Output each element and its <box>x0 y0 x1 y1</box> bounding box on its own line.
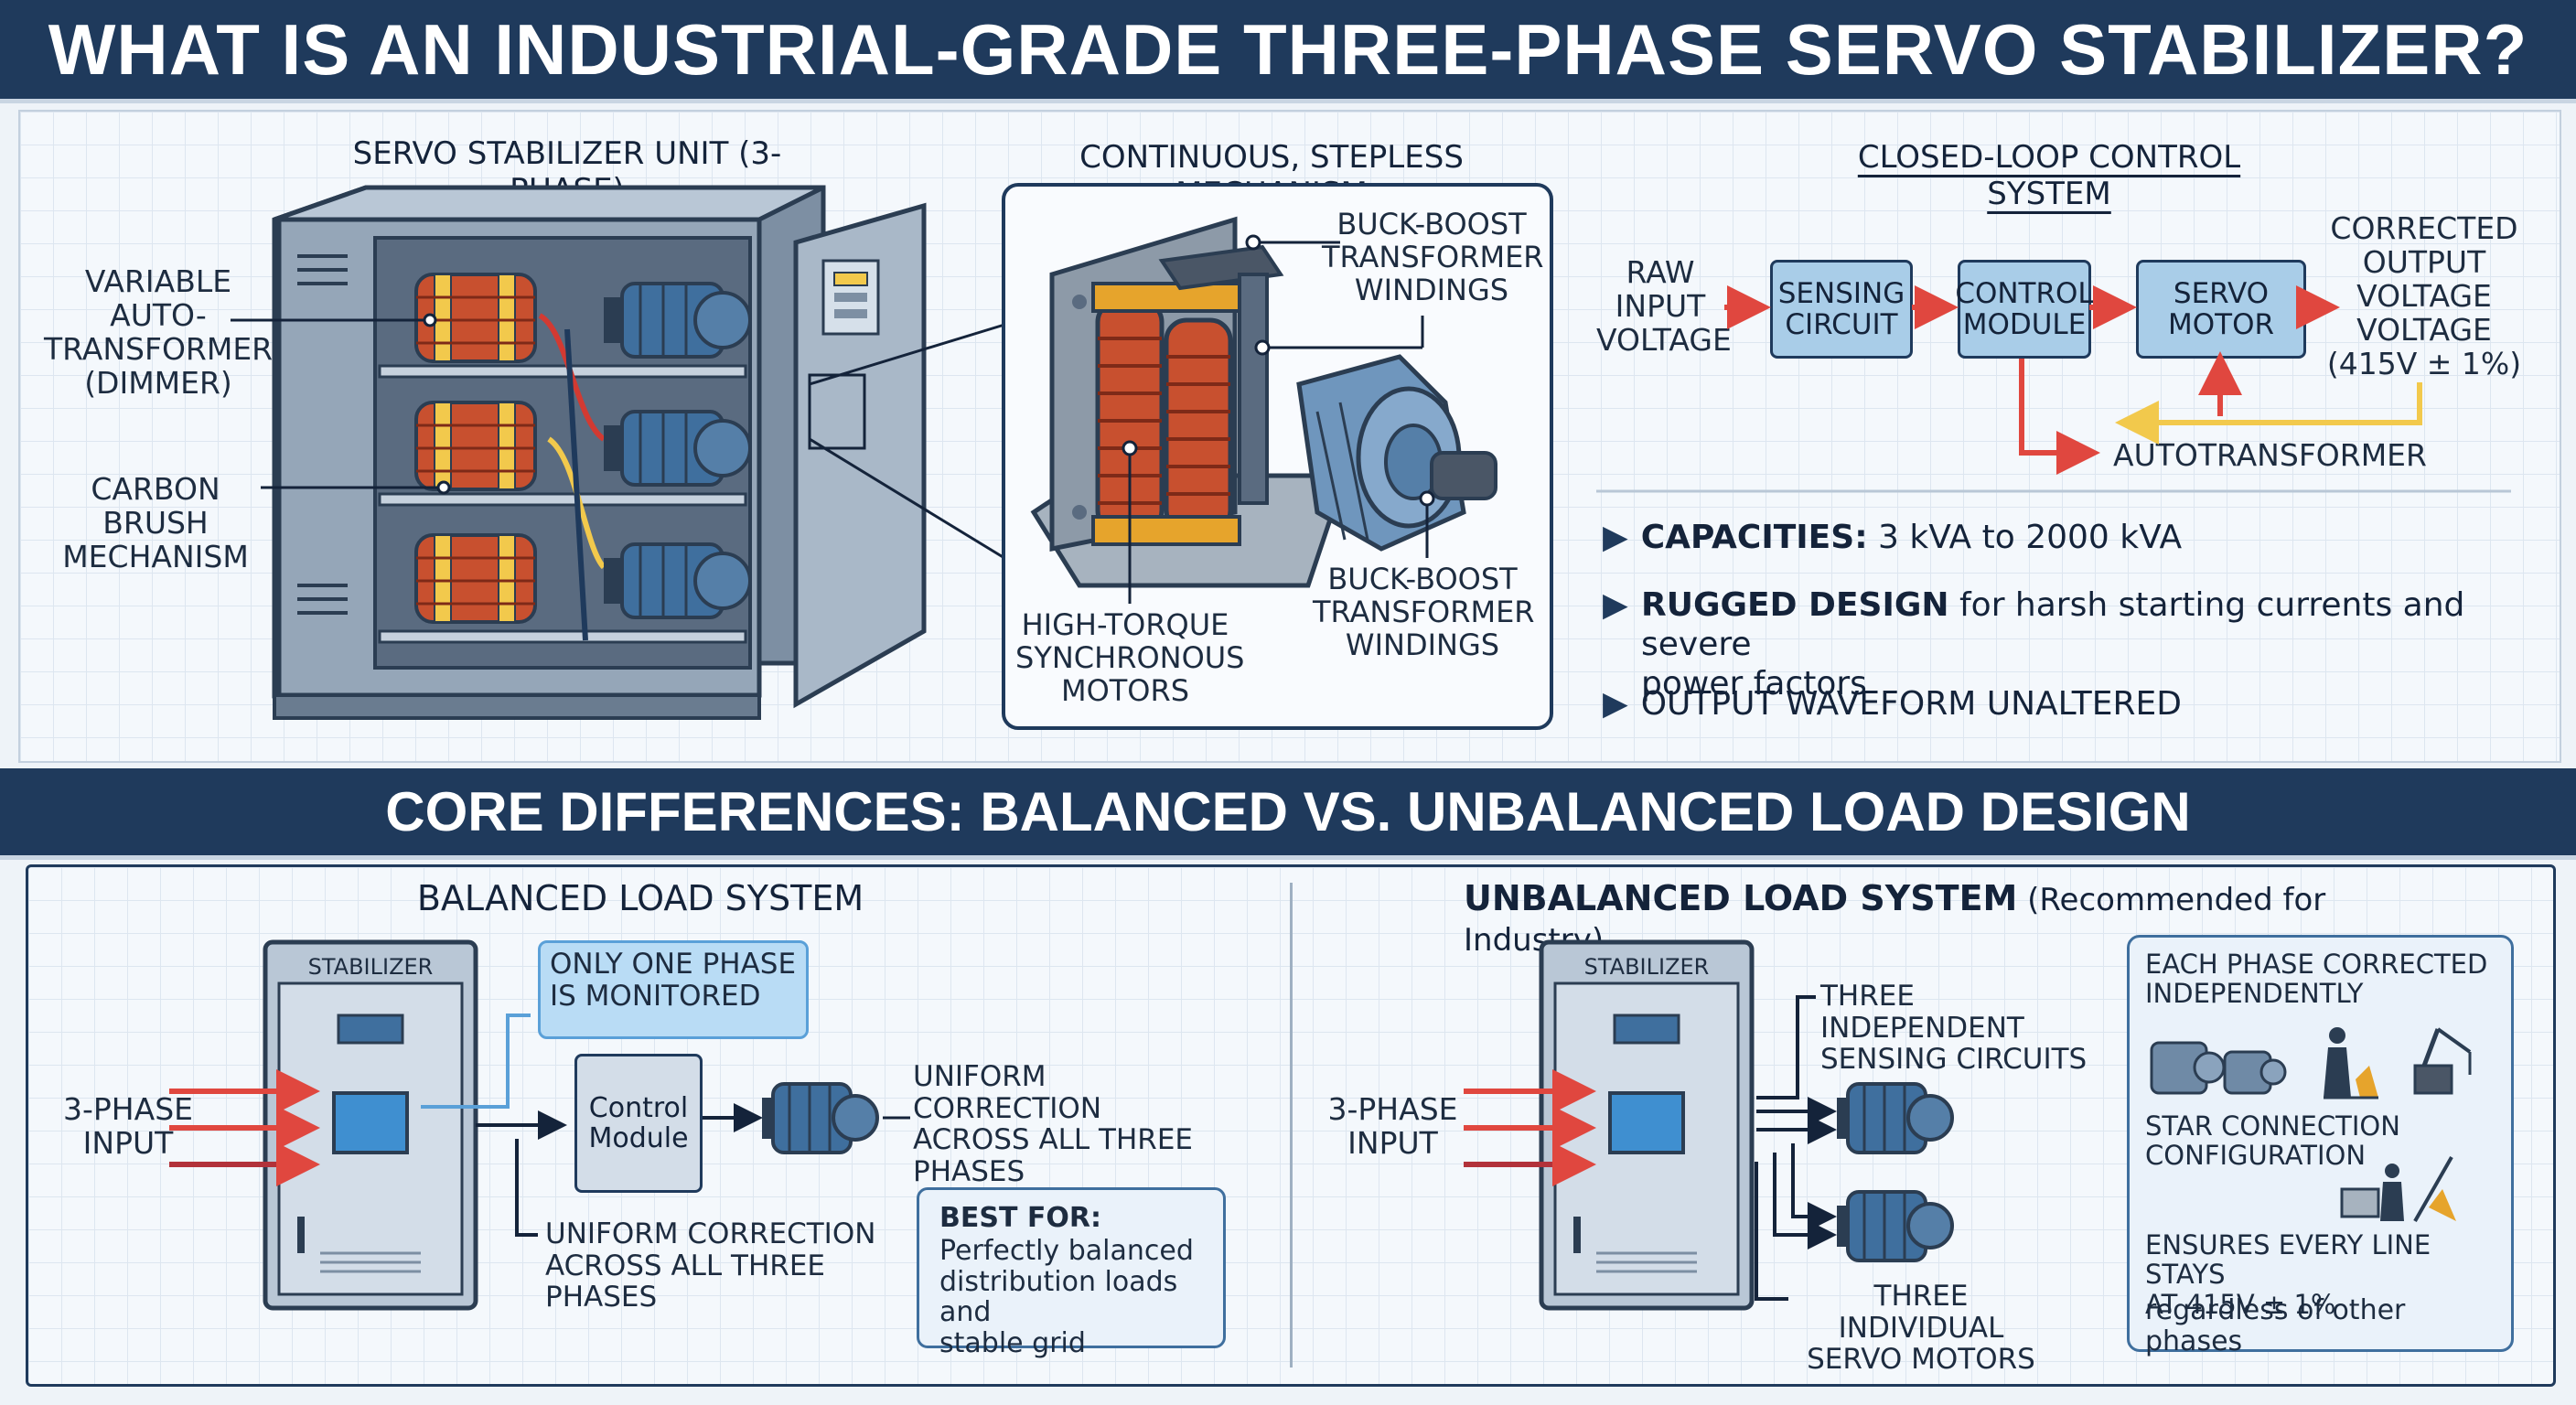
unbalanced-info-panel <box>2127 935 2514 1352</box>
bullet-triangle-icon: ▶ <box>1603 519 1628 556</box>
unbalanced-sensing-label: THREE INDEPENDENT SENSING CIRCUITS <box>1820 980 2088 1077</box>
balanced-heading: BALANCED LOAD SYSTEM <box>416 878 864 918</box>
best-for-text: Perfectly balanced distribution loads an… <box>939 1235 1194 1359</box>
raw-input-label: RAW INPUT VOLTAGE <box>1596 254 1732 358</box>
unbalanced-motors-label: THREE INDIVIDUAL SERVO MOTORS <box>1807 1280 2035 1377</box>
balanced-cabinet-label: STABILIZER <box>307 954 434 980</box>
info-star-connection: STAR CONNECTION CONFIGURATION <box>2145 1110 2400 1172</box>
label-synchronous-motors: HIGH-TORQUE SYNCHRONOUS MOTORS <box>1015 607 1245 708</box>
unit-heading: SERVO STABILIZER UNIT (3-PHASE) <box>352 135 782 209</box>
main-title: WHAT IS AN INDUSTRIAL-GRADE THREE-PHASE … <box>0 0 2576 103</box>
balanced-bottom-label: UNIFORM CORRECTION ACROSS ALL THREE PHAS… <box>545 1217 876 1314</box>
corrected-output-label: CORRECTED OUTPUT VOLTAGE VOLTAGE (415V ±… <box>2326 210 2522 381</box>
balanced-input-label: 3-PHASE INPUT <box>63 1091 193 1161</box>
bullet-capacities: ▶CAPACITIES: 3 kVA to 2000 kVA <box>1603 519 2183 556</box>
control-heading: CLOSED-LOOP CONTROL SYSTEM <box>1857 139 2241 212</box>
autotransformer-label: AUTOTRANSFORMER <box>2113 437 2427 473</box>
info-regardless: regardless of other phases <box>2145 1294 2406 1357</box>
info-each-phase: EACH PHASE CORRECTED INDEPENDENTLY <box>2145 949 2488 1010</box>
label-windings-bottom: BUCK-BOOST TRANSFORMER WINDINGS <box>1313 562 1535 662</box>
balanced-motor-label: UNIFORM CORRECTION ACROSS ALL THREE PHAS… <box>913 1060 1194 1189</box>
section-divider <box>1290 883 1293 1367</box>
label-windings-top: BUCK-BOOST TRANSFORMER WINDINGS <box>1322 207 1544 307</box>
unbalanced-heading-main: UNBALANCED LOAD SYSTEM <box>1464 878 2018 918</box>
info-ensures-415v: ENSURES EVERY LINE STAYS AT 415V ± 1% <box>2145 1229 2431 1320</box>
servo-motor-box: SERVO MOTOR <box>2136 260 2306 359</box>
best-for-title: BEST FOR: <box>939 1202 1101 1234</box>
sensing-circuit-box: SENSING CIRCUIT <box>1770 260 1913 359</box>
unbalanced-input-label: 3-PHASE INPUT <box>1327 1091 1458 1161</box>
bullet-output-waveform: ▶OUTPUT WAVEFORM UNALTERED <box>1603 685 2182 723</box>
section2-title: CORE DIFFERENCES: BALANCED VS. UNBALANCE… <box>0 768 2576 860</box>
unbalanced-cabinet-label: STABILIZER <box>1583 954 1710 980</box>
best-for-box: BEST FOR: Perfectly balanced distributio… <box>917 1187 1226 1358</box>
balanced-control-module: Control Module <box>574 1054 703 1193</box>
label-carbon-brush: CARBON BRUSH MECHANISM <box>62 471 249 574</box>
control-module-box: CONTROL MODULE <box>1955 260 2094 359</box>
bullet-rugged-design: ▶RUGGED DESIGN for harsh starting curren… <box>1603 586 2465 703</box>
label-variable-autotransformer: VARIABLE AUTO- TRANSFORMER (DIMMER) <box>44 263 274 401</box>
bullet-triangle-icon: ▶ <box>1603 685 1628 723</box>
bullet-triangle-icon: ▶ <box>1603 586 1628 624</box>
balanced-callout: ONLY ONE PHASE IS MONITORED <box>538 940 809 1039</box>
